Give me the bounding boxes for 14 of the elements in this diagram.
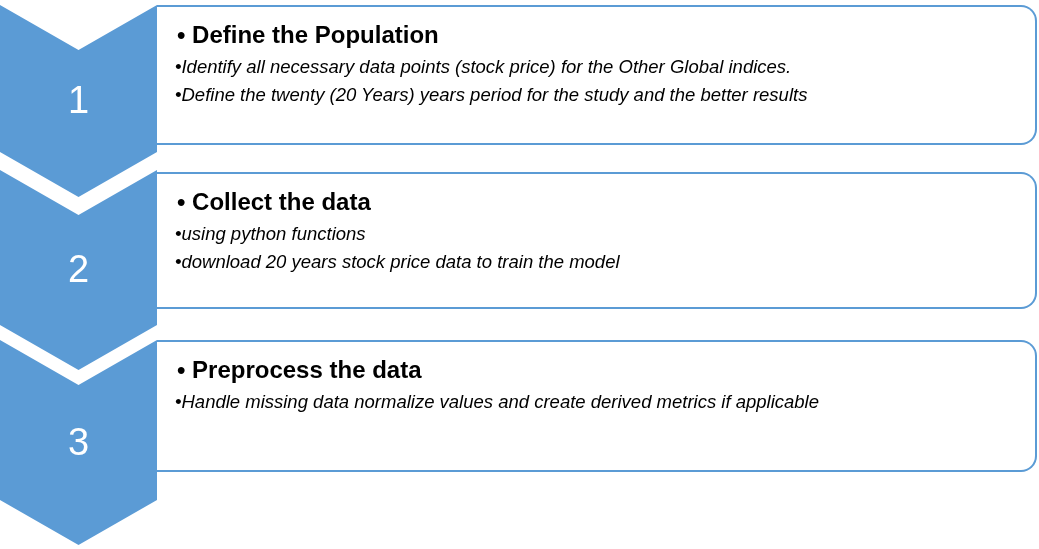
step-box: [157, 340, 1037, 472]
bullet-text: •Identify all necessary data points (stock price) for the Other Global indices.: [175, 55, 793, 79]
step-box: [157, 172, 1037, 309]
step-number: 2: [66, 248, 91, 291]
bullet-text: •using python functions: [175, 222, 367, 246]
bullet-text: •Define the twenty (20 Years) years period for the study and the better results: [175, 83, 809, 107]
step-heading: • Collect the data: [177, 188, 372, 216]
bullet-text: •download 20 years stock price data to train the model: [175, 250, 621, 274]
step-heading: • Preprocess the data: [177, 356, 423, 384]
step-number: 3: [66, 420, 91, 464]
bullet-text: •Handle missing data normalize values and create derived metrics if applicable: [175, 390, 821, 414]
step-number: 1: [66, 79, 91, 122]
step-heading: • Define the Population: [177, 21, 440, 49]
step-box: [157, 5, 1037, 145]
